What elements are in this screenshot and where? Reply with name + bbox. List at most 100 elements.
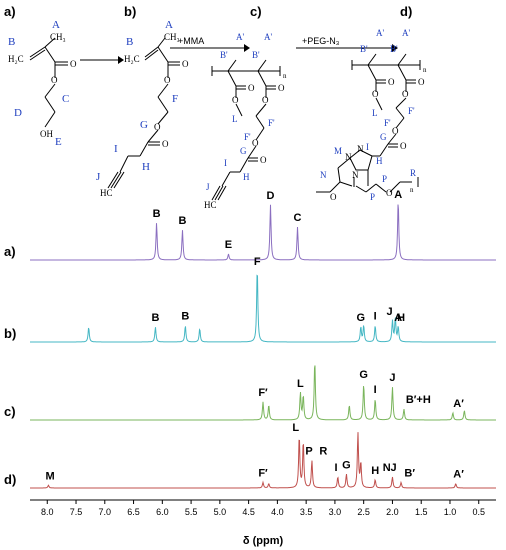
molecule-b: [107, 37, 180, 189]
scheme-panel-d: d): [400, 4, 412, 19]
label-b-F: F: [172, 93, 178, 105]
atom-o: O: [386, 188, 393, 198]
atom-o: O: [182, 59, 189, 69]
x-tick-label: 2.5: [357, 507, 370, 517]
atom-o: O: [402, 89, 409, 99]
peak-label: B: [178, 215, 186, 227]
label-c-L: L: [232, 114, 238, 124]
label-c-F1: F': [268, 118, 275, 128]
spectrum-line: [30, 432, 496, 489]
atom-n: N: [345, 152, 352, 162]
label-d-I: I: [366, 142, 369, 152]
atom-o: O: [400, 141, 407, 151]
peak-label: B′+H: [406, 394, 431, 406]
x-tick-label: 3.0: [329, 507, 342, 517]
atom-o: O: [372, 89, 379, 99]
spectrum-line: [30, 274, 496, 343]
spectrum-line: [30, 365, 496, 421]
atom-o: O: [262, 95, 269, 105]
peak-label: F: [254, 256, 261, 268]
peak-label: A′: [453, 469, 464, 481]
scheme-panel-c: c): [250, 4, 262, 19]
x-tick-label: 4.0: [271, 507, 284, 517]
peak-label: J: [389, 372, 395, 384]
peak-label: G: [357, 312, 366, 324]
x-tick-label: 5.5: [185, 507, 198, 517]
peak-label: B′: [404, 468, 415, 480]
peak-label: R: [319, 446, 327, 458]
atom-o: O: [388, 77, 395, 87]
arrowhead-icon: [244, 44, 250, 52]
peak-label: B: [153, 208, 161, 220]
atom-o: O: [248, 83, 255, 93]
atom-o: O: [164, 75, 171, 85]
peak-label: C: [294, 212, 302, 224]
peak-label: F′: [258, 468, 268, 480]
atom-hc: HC: [204, 200, 217, 210]
label-c-B1: B': [220, 50, 228, 60]
label-d-B2: B': [390, 44, 398, 54]
label-a-D: D: [14, 107, 22, 119]
peak-label: D: [267, 190, 275, 202]
x-tick-label: 1.5: [415, 507, 428, 517]
label-d-H: H: [376, 156, 383, 166]
atom-o: O: [252, 138, 259, 148]
peak-label: H: [371, 465, 379, 477]
label-c-B2: B': [252, 50, 260, 60]
label-b-A: A: [165, 19, 173, 31]
atom-ch3: CH₃: [164, 32, 180, 42]
label-c-G: G: [240, 146, 247, 156]
label-a-C: C: [62, 93, 69, 105]
peak-label: A: [394, 312, 402, 324]
label-a-A: A: [52, 19, 60, 31]
label-a-B: B: [8, 36, 15, 48]
label-d-B1: B': [360, 44, 368, 54]
label-b-H: H: [142, 161, 150, 173]
molecule-a: [29, 37, 68, 128]
label-d-F1: F': [408, 106, 415, 116]
atom-oh: OH: [40, 129, 53, 139]
label-d-A1: A': [376, 28, 384, 38]
scheme-panel-b: b): [124, 4, 136, 19]
label-d-L: L: [372, 108, 378, 118]
label-b-B: B: [126, 36, 133, 48]
label-d-P2: P: [370, 192, 375, 202]
x-tick-label: 7.5: [70, 507, 83, 517]
scheme-panel-a: a): [4, 4, 16, 19]
atom-o: O: [232, 95, 239, 105]
label-b-I: I: [114, 143, 118, 155]
reagent-mma: +MMA: [178, 36, 204, 46]
label-c-A2: A': [264, 32, 272, 42]
reagent-peg-n3: +PEG-N₃: [302, 36, 340, 46]
atom-o: O: [51, 75, 58, 85]
x-tick-label: 8.0: [41, 507, 54, 517]
atom-o: O: [278, 83, 285, 93]
x-tick-label: 6.5: [127, 507, 140, 517]
subscript-n: n: [283, 72, 287, 80]
spectrum-line: [30, 204, 496, 261]
peak-label: N: [383, 462, 391, 474]
peak-label: H: [397, 312, 405, 324]
arrowhead-icon: [118, 56, 124, 64]
peak-label: I: [335, 462, 338, 474]
peak-label: M: [46, 470, 55, 482]
peak-label: G: [359, 369, 368, 381]
x-tick-label: 7.0: [99, 507, 112, 517]
label-c-I: I: [224, 158, 227, 168]
peak-label: E: [225, 239, 232, 251]
atom-h2c: H₂C: [124, 54, 140, 64]
peak-label: F′: [258, 387, 268, 399]
arrowhead-icon: [392, 44, 398, 52]
peak-label: L: [292, 422, 299, 434]
label-d-A2: A': [402, 28, 410, 38]
atom-h2c: H₂C: [8, 54, 24, 64]
series-label: b): [4, 326, 16, 341]
atom-n: N: [357, 144, 364, 154]
x-tick-label: 4.5: [242, 507, 255, 517]
atom-o: O: [70, 59, 77, 69]
peak-label: J: [387, 306, 393, 318]
x-tick-label: 0.5: [472, 507, 485, 517]
atom-o: O: [418, 77, 425, 87]
